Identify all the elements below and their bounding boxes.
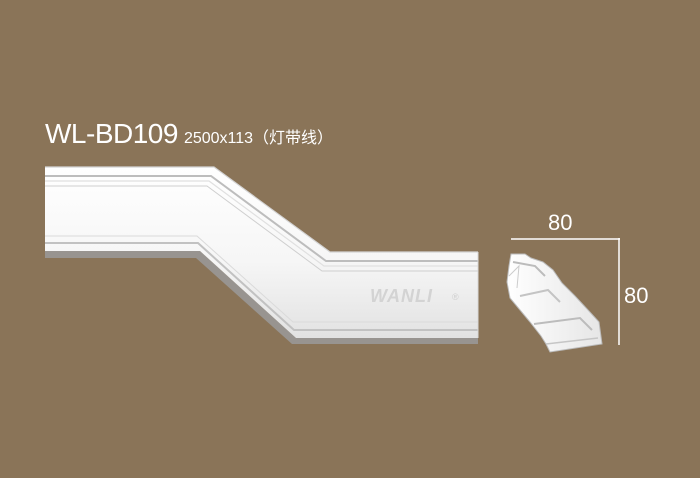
registered-mark: ® <box>452 292 459 302</box>
brand-watermark: WANLI <box>370 286 433 306</box>
dimension-lines <box>511 238 620 345</box>
product-spec: 2500x113（灯带线） <box>183 130 334 147</box>
profile-height-label: 80 <box>624 283 649 308</box>
molding-strip <box>45 166 479 344</box>
product-title: WL-BD109 2500x113（灯带线） <box>45 118 333 150</box>
profile-width-label: 80 <box>548 210 573 235</box>
molding-profile <box>506 253 603 353</box>
model-number: WL-BD109 <box>45 118 178 149</box>
